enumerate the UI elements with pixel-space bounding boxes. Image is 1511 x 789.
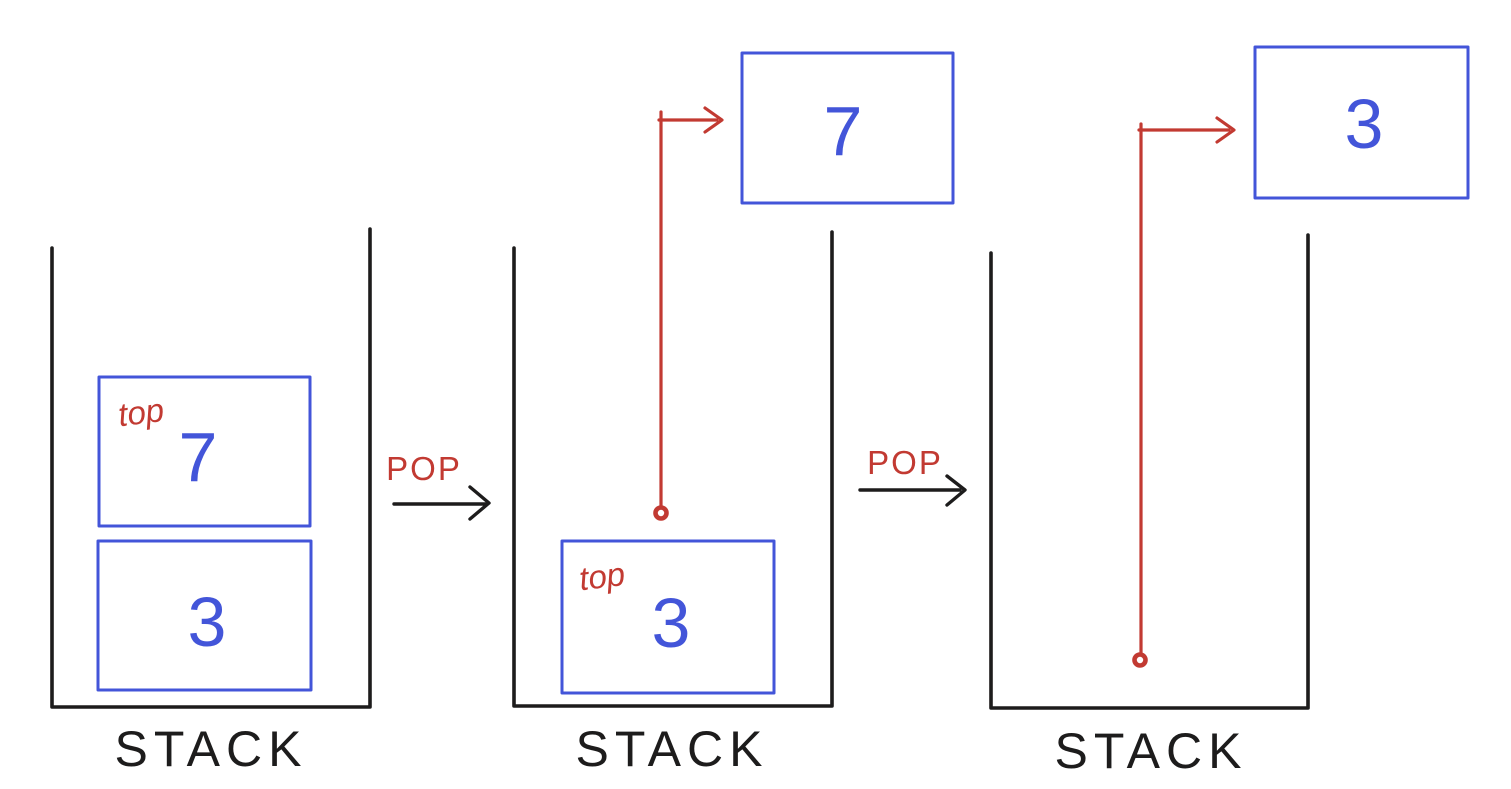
stack-item-value: 3 — [188, 583, 227, 661]
stack-item-value: 7 — [179, 418, 218, 496]
pop-trajectory-arrow — [1137, 116, 1236, 655]
stack-container-outline — [50, 227, 372, 709]
popped-item-value: 3 — [1345, 85, 1384, 163]
pop-arrow — [858, 474, 967, 507]
stack-item-box — [560, 539, 776, 695]
stack-item-value: 3 — [652, 584, 691, 662]
stack-container-outline — [989, 233, 1310, 710]
pop-label: POP — [867, 444, 943, 481]
top-pointer-label: top — [577, 555, 627, 597]
top-pointer-label: top — [116, 391, 166, 433]
pop-arrow — [392, 485, 491, 521]
stage-3-stack: 3 STACK — [989, 45, 1470, 779]
stack-item-box — [96, 539, 313, 692]
stack-label: STACK — [115, 721, 308, 777]
popped-item-box — [1253, 45, 1470, 200]
stage-2-stack: 7 top 3 STACK — [512, 51, 955, 777]
stack-label: STACK — [576, 721, 769, 777]
stack-container-outline — [512, 230, 834, 708]
stack-item-box — [97, 375, 312, 528]
pop-operation-2: POP — [858, 444, 967, 507]
popped-item-value: 7 — [824, 92, 863, 170]
pop-origin-dot — [653, 505, 669, 521]
pop-operation-1: POP — [386, 450, 491, 521]
popped-item-box — [740, 51, 955, 205]
stack-label: STACK — [1055, 723, 1248, 779]
pop-label: POP — [386, 450, 462, 487]
stage-1-stack: top 7 3 STACK — [50, 227, 372, 777]
pop-origin-dot — [1132, 652, 1148, 668]
pop-trajectory-arrow — [657, 106, 724, 510]
